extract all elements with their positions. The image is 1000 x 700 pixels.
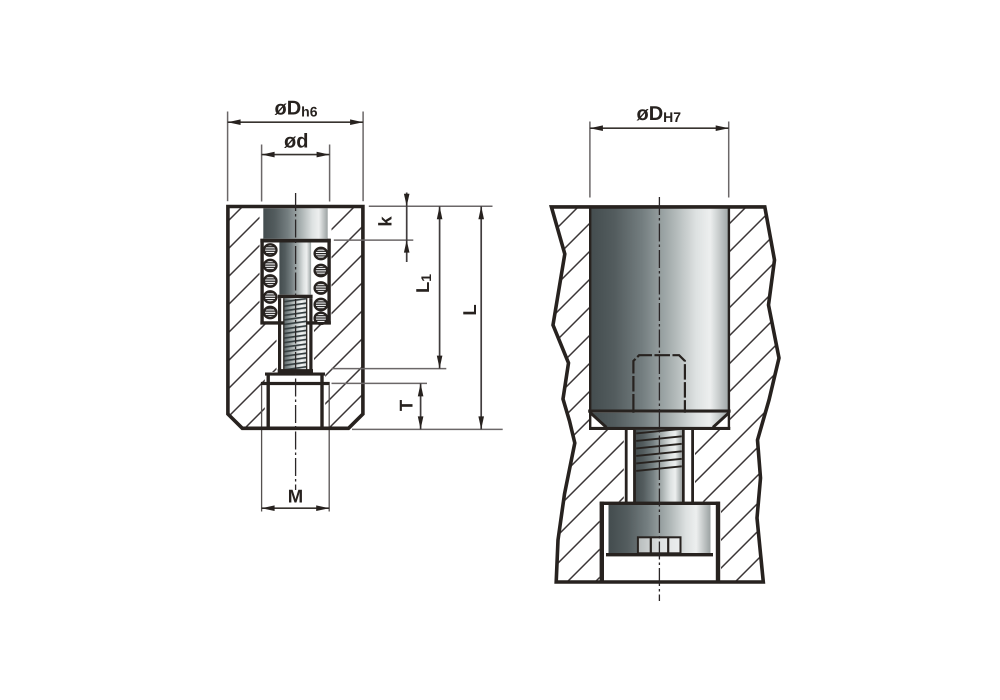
svg-text:k: k	[375, 216, 396, 227]
svg-text:T: T	[396, 399, 417, 411]
svg-text:øDh6: øDh6	[275, 98, 318, 120]
svg-text:øDH7: øDH7	[637, 103, 682, 125]
svg-text:L: L	[459, 304, 480, 315]
svg-text:ød: ød	[284, 131, 308, 153]
svg-text:M: M	[288, 486, 303, 507]
svg-text:L1: L1	[412, 274, 434, 293]
